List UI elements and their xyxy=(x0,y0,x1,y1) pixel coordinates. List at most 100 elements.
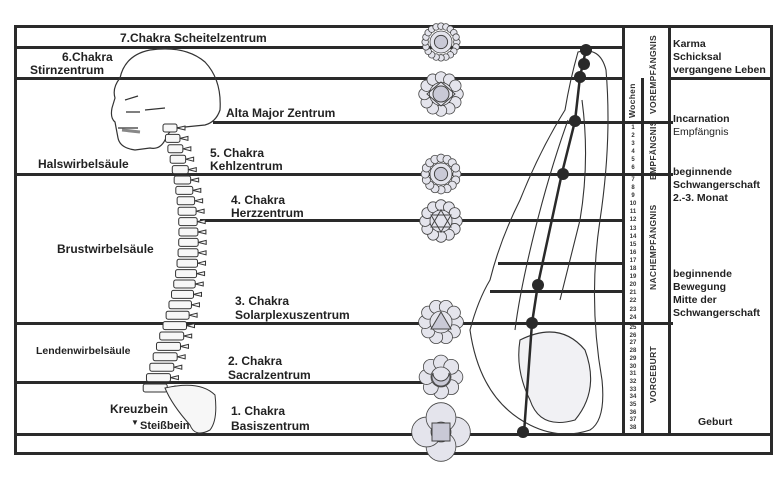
vertebra-process xyxy=(193,291,203,298)
lotus-petal xyxy=(448,207,461,219)
vertebra xyxy=(145,373,171,383)
row-divider-alta xyxy=(213,121,623,124)
vertebra xyxy=(162,321,188,331)
week-number: 7 xyxy=(631,177,635,183)
star-glyph xyxy=(430,214,452,233)
chakra-symbols xyxy=(411,22,471,462)
lotus-petal xyxy=(449,79,462,92)
lotus-petal xyxy=(451,163,461,173)
week-number: 36 xyxy=(629,409,637,416)
row-divider-alta-right xyxy=(623,121,673,124)
vertebra xyxy=(178,227,199,237)
coccyx-arrow-icon: ▼ xyxy=(131,418,139,427)
week-number: 10 xyxy=(629,201,637,208)
chakra3-label-line2: Solarplexuszentrum xyxy=(235,308,350,322)
note-incarnation-1: Incarnation xyxy=(673,113,730,125)
eye-pupil xyxy=(432,85,450,103)
week-number: 31 xyxy=(629,371,637,378)
vertebra-process xyxy=(197,260,207,266)
chakra4-label-line1: 4. Chakra xyxy=(231,193,286,207)
week-number: 2 xyxy=(631,133,635,140)
col-divider-a xyxy=(622,28,625,433)
week-number: 6 xyxy=(631,165,635,172)
vertebra xyxy=(173,175,192,185)
chakra4-label-line2: Herzzentrum xyxy=(231,206,304,220)
note-movement-4: Schwangerschaft xyxy=(673,307,760,319)
vertebra-process xyxy=(191,302,200,308)
vertebra-process xyxy=(198,239,207,246)
week-number: 17 xyxy=(629,257,637,264)
heart-chakra-symbol xyxy=(419,199,463,243)
vertebra xyxy=(162,123,178,133)
week-number: 37 xyxy=(629,417,637,424)
vertebra xyxy=(175,185,194,195)
vertebra-process xyxy=(195,281,204,287)
lotus-core xyxy=(429,209,453,233)
week-number: 5 xyxy=(631,157,635,164)
vertebra-process xyxy=(194,198,204,204)
alta-major-label: Alta Major Zentrum xyxy=(226,106,336,120)
vertebra-process xyxy=(176,125,186,131)
week-number: 38 xyxy=(629,425,637,432)
chakra6-label-line1: 6.Chakra xyxy=(62,50,113,64)
vertebra xyxy=(178,217,198,227)
week-number: 26 xyxy=(629,332,637,339)
week-number: 11 xyxy=(629,209,637,216)
week-number: 13 xyxy=(629,225,637,232)
vertebra-process xyxy=(192,187,202,194)
triangle-glyph xyxy=(430,311,452,330)
vertebra-process xyxy=(197,229,207,235)
row-divider-4 xyxy=(200,219,623,222)
vertebra xyxy=(171,289,195,299)
note-movement-1: beginnende xyxy=(673,268,732,280)
lotus-petal xyxy=(452,33,460,41)
eye-glyph xyxy=(426,81,456,107)
phase-post-conception: NACHEMPFÄNGNIS xyxy=(648,204,658,290)
week-number: 21 xyxy=(629,290,637,297)
note-pregnancy-3: 2.-3. Monat xyxy=(673,192,728,204)
week-number: 12 xyxy=(629,217,637,224)
coccyx-label: Steißbein xyxy=(140,420,190,432)
week-number: 3 xyxy=(631,141,635,148)
week-number: 8 xyxy=(631,185,635,192)
row-divider-short-2 xyxy=(490,290,623,293)
sacrum-label: Kreuzbein xyxy=(110,402,169,416)
vertebra xyxy=(159,331,185,341)
chakra-points xyxy=(517,44,592,438)
week-number: 9 xyxy=(631,193,635,200)
chakra6-label-line2: Stirnzentrum xyxy=(30,63,105,77)
week-number: 24 xyxy=(629,314,637,321)
vertebra xyxy=(164,133,181,143)
phase-pre-conception: VOREMPFÄNGNIS xyxy=(648,35,658,114)
week-number: 23 xyxy=(629,306,637,313)
square-glyph xyxy=(431,422,451,442)
chakra-point xyxy=(526,317,538,329)
note-movement-2: Bewegung xyxy=(673,281,727,293)
thoracic-spine-label: Brustwirbelsäule xyxy=(57,242,154,256)
vertebra-process xyxy=(188,166,197,173)
vertebra-process xyxy=(197,218,206,225)
chakra1-label-line1: 1. Chakra xyxy=(231,404,286,418)
row-divider-3 xyxy=(17,322,673,325)
lumbar-spine-label: Lendenwirbelsäule xyxy=(36,345,131,357)
phase-pre-birth: VORGEBURT xyxy=(648,345,658,403)
col-divider-c xyxy=(668,28,671,433)
chakra3-label-line1: 3. Chakra xyxy=(235,294,290,308)
vertebra-process xyxy=(179,135,189,142)
row-divider-karma xyxy=(670,77,773,80)
vertebra-process xyxy=(186,322,196,329)
week-number: 14 xyxy=(629,233,637,240)
crescent-glyph xyxy=(431,372,451,387)
week-number: 29 xyxy=(629,355,637,362)
chakra-point xyxy=(517,426,529,438)
note-incarnation-2: Empfängnis xyxy=(673,126,729,138)
root-chakra-symbol xyxy=(411,402,471,462)
vertebra-process xyxy=(197,250,207,256)
vertebra xyxy=(142,383,168,393)
chakra-point xyxy=(557,168,569,180)
vertebra xyxy=(171,165,189,175)
crown-chakra-symbol xyxy=(421,22,461,62)
